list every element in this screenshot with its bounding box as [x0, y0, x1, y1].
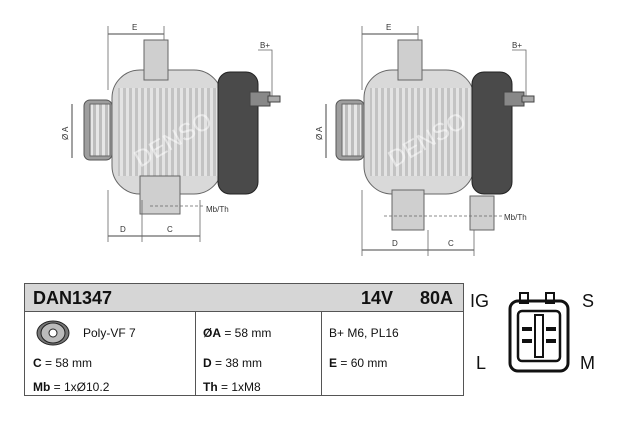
pin-m: M: [580, 353, 595, 373]
pin-ig: IG: [470, 291, 490, 311]
bplus-label: B+: [260, 41, 270, 50]
spec-a-label: ØA: [203, 326, 221, 340]
dim-d-label-2: D: [392, 239, 398, 248]
connector-diagram: IG S L M: [470, 283, 610, 383]
column-divider-2: [321, 312, 322, 396]
spec-d-value: = 38 mm: [211, 356, 263, 370]
spec-c-label: C: [33, 356, 42, 370]
bplus-label-2: B+: [512, 41, 522, 50]
spec-th-value: = 1xM8: [217, 380, 261, 394]
spec-e-label: E: [329, 356, 338, 370]
dim-a-label: Ø A: [61, 126, 70, 140]
spec-e-value: = 60 mm: [337, 356, 388, 370]
spec-mb-value: = 1xØ10.2: [50, 380, 110, 394]
model-number: DAN1347: [33, 288, 113, 308]
spec-mb-label: Mb: [33, 380, 51, 394]
spec-bplus: B+ M6, PL16: [329, 326, 399, 340]
spec-header: DAN1347 14V 80A: [25, 284, 463, 312]
column-divider-1: [195, 312, 196, 396]
spec-a-value: = 58 mm: [221, 326, 272, 340]
spec-a: ØA = 58 mm: [203, 326, 271, 340]
alternator-view-left: E B+ Ø A DENSO D C Mb/Th: [61, 23, 281, 242]
spec-th: Th = 1xM8: [203, 380, 261, 394]
dim-a-label-2: Ø A: [315, 126, 324, 140]
pin-l: L: [476, 353, 487, 373]
spec-e: E = 60 mm: [329, 356, 387, 370]
pulley-type: Poly-VF 7: [83, 326, 136, 340]
spec-c-value: = 58 mm: [41, 356, 93, 370]
dim-e-label-2: E: [386, 23, 391, 32]
amperage: 80A: [419, 288, 453, 308]
voltage: 14V: [360, 288, 393, 308]
spec-table: DAN1347 14V 80A Poly-VF 7 C = 58 mm Mb =…: [24, 283, 464, 396]
dim-c-label-2: C: [448, 239, 454, 248]
pin-s: S: [582, 291, 595, 311]
spec-d-label: D: [203, 356, 212, 370]
spec-c: C = 58 mm: [33, 356, 92, 370]
spec-th-label: Th: [203, 380, 218, 394]
pulley-icon: [36, 320, 70, 346]
dim-d-label: D: [120, 225, 126, 234]
connector-plug-icon: [508, 292, 570, 373]
dim-c-label: C: [167, 225, 173, 234]
dim-e-label: E: [132, 23, 137, 32]
alternator-view-right: E B+ Ø A DENSO D C Mb/Th: [315, 23, 535, 256]
mbth-label: Mb/Th: [206, 205, 229, 214]
spec-mb: Mb = 1xØ10.2: [33, 380, 109, 394]
mbth-label-2: Mb/Th: [504, 213, 527, 222]
spec-d: D = 38 mm: [203, 356, 262, 370]
alternator-drawings: E B+ Ø A DENSO D C Mb/Th E B+: [61, 23, 535, 256]
